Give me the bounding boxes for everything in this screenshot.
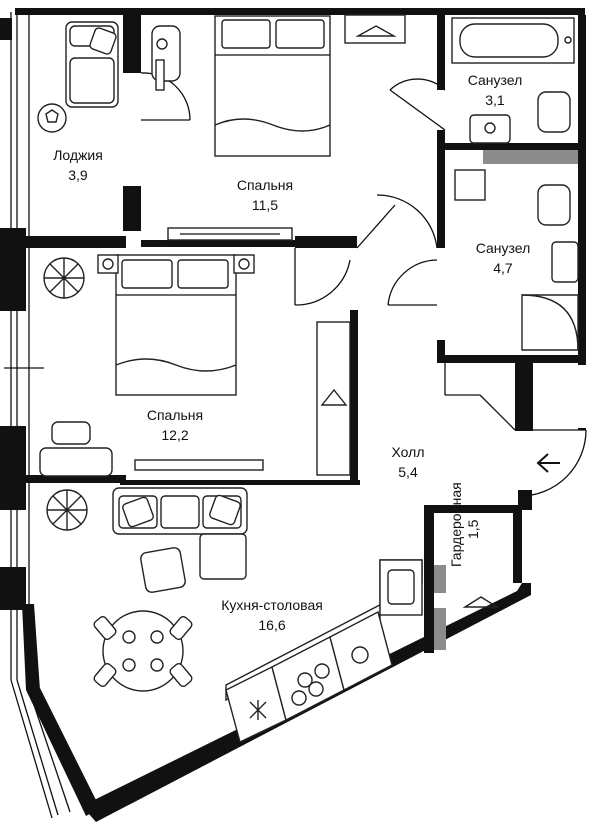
room-label-bedroom2: Спальня 12,2 bbox=[147, 405, 203, 445]
room-label-kitchen: Кухня-столовая 16,6 bbox=[221, 595, 323, 635]
bathroom1-fixtures bbox=[451, 17, 575, 144]
room-name: Кухня-столовая bbox=[221, 597, 323, 613]
bathroom2-fixtures bbox=[454, 169, 579, 351]
bedroom2-furniture bbox=[39, 254, 351, 477]
room-name: Санузел bbox=[475, 240, 531, 256]
room-area: 3,9 bbox=[68, 167, 88, 183]
room-label-bathroom1: Санузел 3,1 bbox=[468, 70, 523, 110]
room-area: 1,5 bbox=[465, 519, 481, 539]
room-area: 11,5 bbox=[251, 197, 279, 213]
room-name: Гардеробная bbox=[448, 482, 464, 567]
doors bbox=[140, 72, 587, 497]
room-name: Санузел bbox=[467, 72, 523, 88]
room-area: 5,4 bbox=[398, 464, 418, 480]
room-area: 16,6 bbox=[258, 617, 286, 633]
loggia-furniture bbox=[37, 21, 119, 133]
room-label-bedroom1: Спальня 11,5 bbox=[237, 175, 293, 215]
room-area: 3,1 bbox=[485, 92, 505, 108]
room-area: 12,2 bbox=[161, 427, 189, 443]
kitchen-furniture bbox=[46, 487, 500, 743]
room-name: Лоджия bbox=[53, 147, 103, 163]
room-name: Спальня bbox=[146, 407, 204, 423]
room-label-hall: Холл 5,4 bbox=[392, 442, 425, 482]
room-label-loggia: Лоджия 3,9 bbox=[53, 145, 103, 185]
room-name: Спальня bbox=[236, 177, 294, 193]
room-label-bathroom2: Санузел 4,7 bbox=[476, 238, 531, 278]
bedroom1-furniture bbox=[151, 14, 406, 241]
room-name: Холл bbox=[391, 444, 425, 460]
service-shafts bbox=[434, 150, 578, 650]
room-label-wardrobe: Гардеробная 1,5 bbox=[448, 482, 482, 567]
room-area: 4,7 bbox=[493, 260, 513, 276]
arrow-left-icon bbox=[536, 453, 560, 473]
